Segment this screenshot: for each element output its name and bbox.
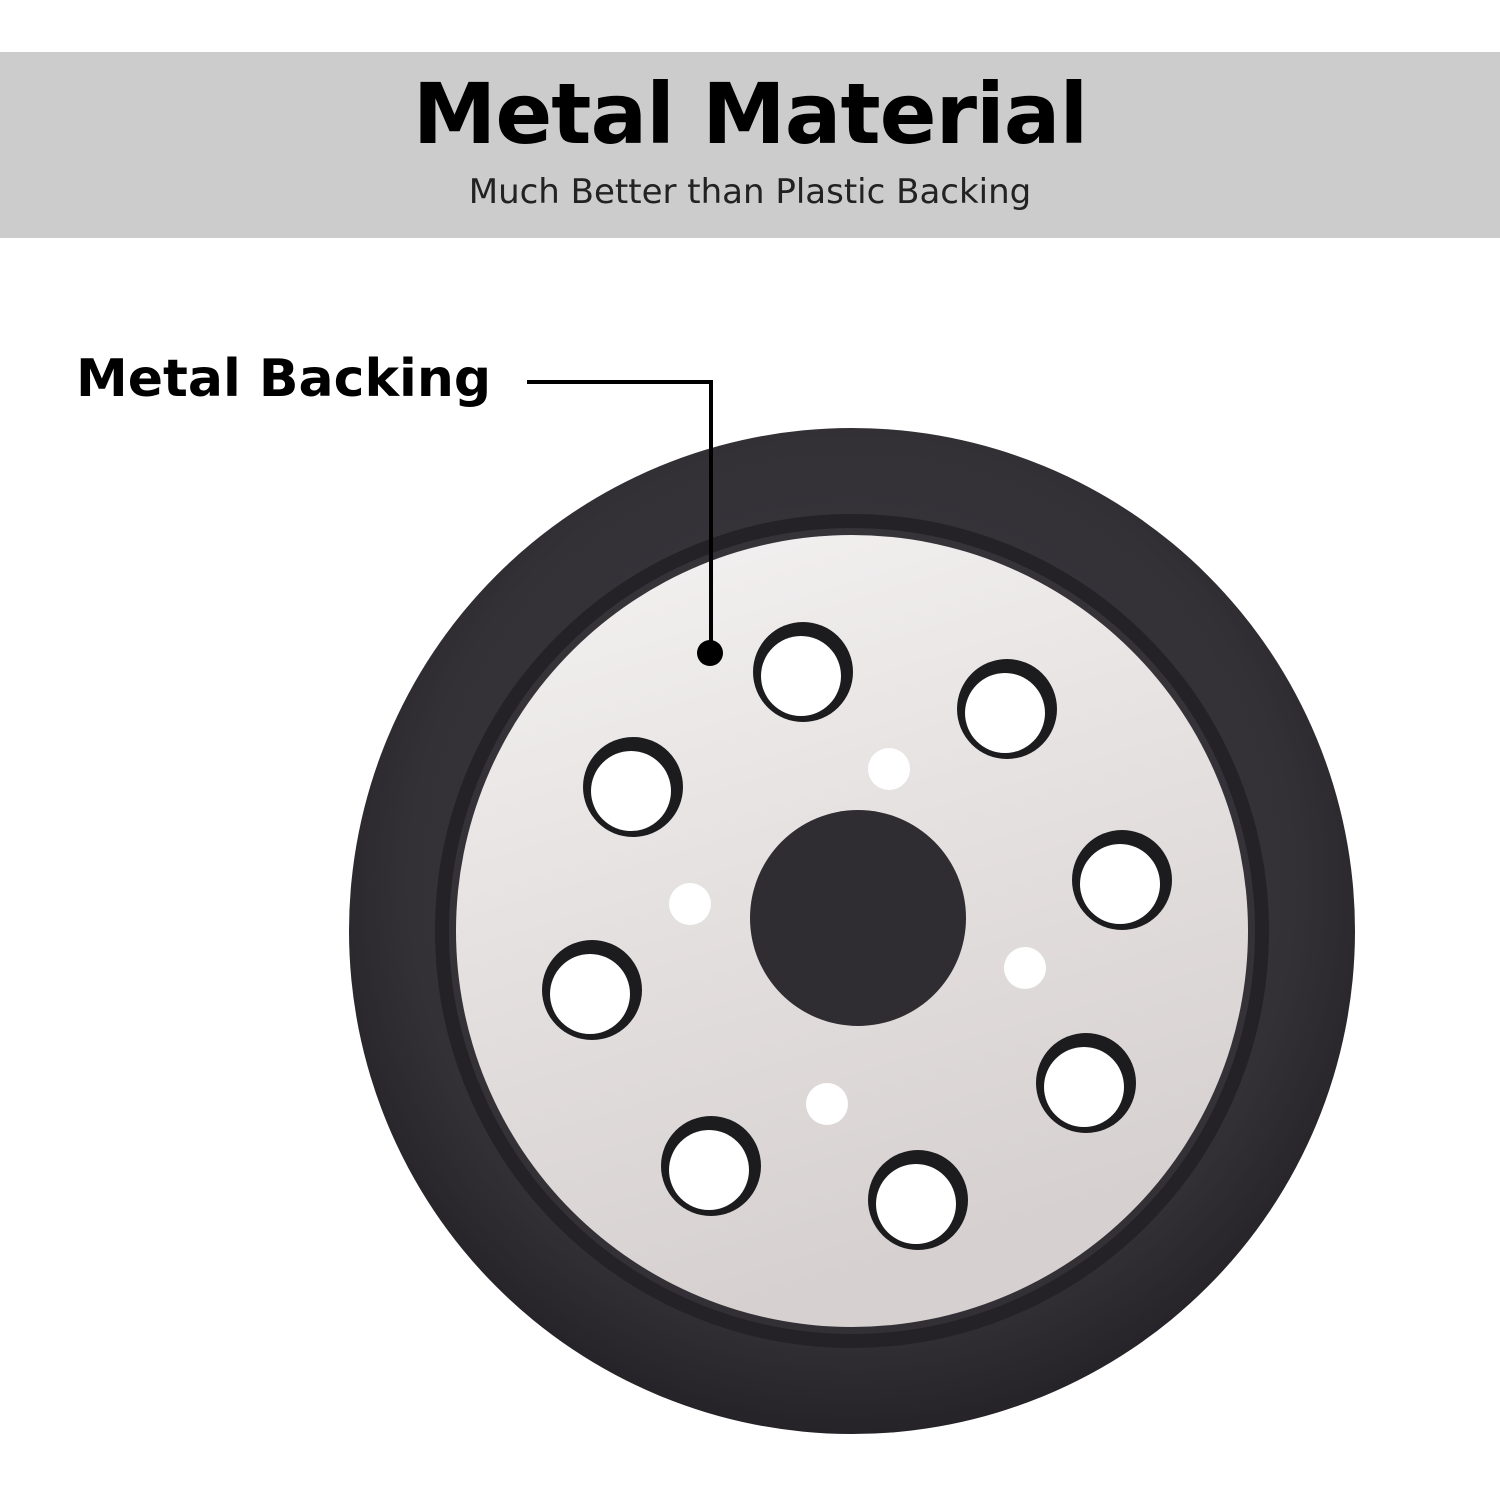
dust-hole <box>753 622 853 722</box>
dust-hole <box>583 737 683 837</box>
header-banner: Metal Material Much Better than Plastic … <box>0 52 1500 238</box>
callout-leader-line <box>527 380 713 648</box>
rivet-dot <box>669 883 711 925</box>
banner-title: Metal Material <box>412 65 1089 163</box>
dust-hole <box>1072 830 1172 930</box>
dust-hole <box>1036 1033 1136 1133</box>
banner-subtitle: Much Better than Plastic Backing <box>468 172 1032 212</box>
dust-hole <box>661 1116 761 1216</box>
rivet-dot <box>1004 947 1046 989</box>
dust-hole <box>868 1150 968 1250</box>
dust-hole <box>542 940 642 1040</box>
callout-label-metal-backing: Metal Backing <box>76 349 492 409</box>
dust-holes <box>542 622 1172 1250</box>
dust-hole <box>957 659 1057 759</box>
center-hub <box>750 810 966 1026</box>
rivet-dots <box>669 748 1046 1125</box>
rubber-pad-inner-ring <box>435 514 1269 1348</box>
rivet-dot <box>868 748 910 790</box>
callout-pointer-dot <box>697 640 723 666</box>
rivet-dot <box>806 1083 848 1125</box>
